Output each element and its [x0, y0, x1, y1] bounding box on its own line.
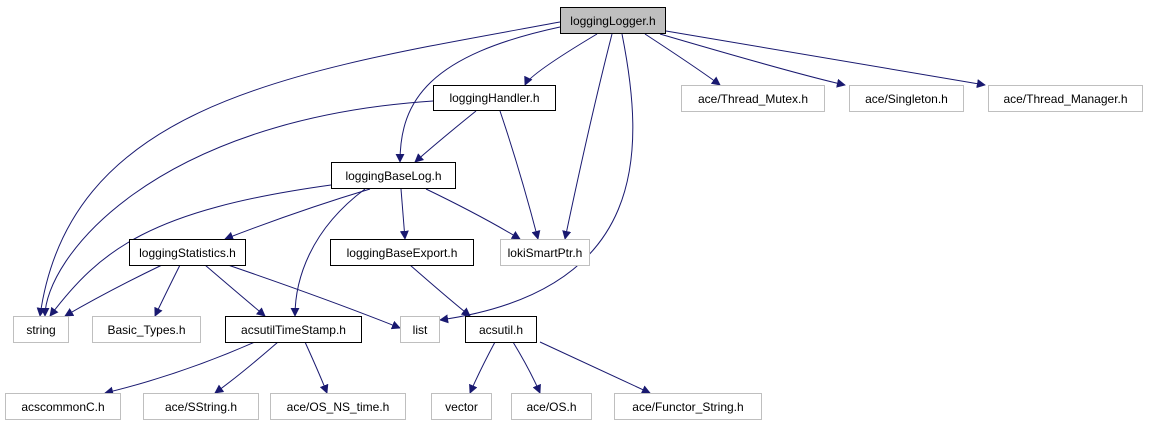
node-string: string	[13, 316, 69, 343]
edge-loggingLogger-to-list	[439, 33, 634, 324]
node-label: string	[26, 322, 56, 337]
edge-acsutilTimeStamp-to-sstring	[214, 341, 279, 394]
node-label: loggingStatistics.h	[139, 245, 236, 260]
edge-loggingLogger-to-loggingBaseLog	[395, 26, 561, 163]
node-label: ace/Thread_Mutex.h	[697, 91, 809, 106]
node-label: Basic_Types.h	[107, 322, 186, 337]
edge-loggingBaseLog-to-acsutilTimeStamp	[290, 188, 366, 317]
edge-loggingLogger-to-threadMutex	[644, 33, 721, 86]
edge-loggingBaseLog-to-lokiSmartPtr	[425, 188, 521, 240]
node-osNsTime: ace/OS_NS_time.h	[270, 393, 406, 420]
edge-loggingLogger-to-threadManager	[665, 30, 986, 89]
node-acsutil[interactable]: acsutil.h	[465, 316, 537, 343]
node-threadManager: ace/Thread_Manager.h	[988, 85, 1143, 112]
edge-loggingStatistics-to-string	[64, 264, 163, 317]
node-basicTypes: Basic_Types.h	[92, 316, 201, 343]
edge-loggingBaseExport-to-acsutil	[409, 264, 471, 317]
node-loggingHandler[interactable]: loggingHandler.h	[433, 85, 556, 111]
node-loggingLogger[interactable]: loggingLogger.h	[560, 7, 666, 34]
edge-loggingBaseLog-to-loggingStatistics	[224, 188, 371, 241]
edge-loggingHandler-to-lokiSmartPtr	[499, 110, 541, 240]
edge-loggingBaseLog-to-string	[49, 184, 332, 317]
node-label: ace/SString.h	[164, 399, 238, 414]
node-acscommonC: acscommonC.h	[5, 393, 121, 420]
node-loggingBaseExport[interactable]: loggingBaseExport.h	[330, 239, 474, 266]
node-lokiSmartPtr: lokiSmartPtr.h	[500, 239, 590, 266]
node-label: loggingBaseLog.h	[345, 168, 442, 183]
edge-loggingLogger-to-string	[36, 21, 561, 317]
node-label: acsutilTimeStamp.h	[241, 322, 346, 337]
edge-loggingBaseLog-to-loggingBaseExport	[399, 188, 409, 240]
edge-loggingStatistics-to-acsutilTimeStamp	[204, 264, 266, 317]
edge-loggingLogger-to-lokiSmartPtr	[562, 33, 613, 240]
edge-acsutil-to-aceOS	[512, 341, 541, 394]
node-label: acscommonC.h	[21, 399, 105, 414]
node-singleton: ace/Singleton.h	[849, 85, 964, 112]
edge-loggingHandler-to-loggingBaseLog	[414, 110, 477, 163]
node-label: loggingLogger.h	[570, 13, 656, 28]
edge-acsutilTimeStamp-to-osNsTime	[304, 341, 329, 394]
node-label: ace/OS_NS_time.h	[286, 399, 390, 414]
node-sstring: ace/SString.h	[143, 393, 259, 420]
edge-loggingHandler-to-string	[40, 100, 434, 317]
edge-loggingStatistics-to-list	[227, 264, 401, 330]
node-label: ace/Functor_String.h	[632, 399, 744, 414]
node-aceOS: ace/OS.h	[511, 393, 592, 420]
node-label: loggingBaseExport.h	[346, 245, 458, 260]
node-vector: vector	[431, 393, 492, 420]
edge-acsutil-to-functorString	[539, 341, 651, 394]
node-loggingBaseLog[interactable]: loggingBaseLog.h	[331, 162, 456, 189]
node-label: loggingHandler.h	[449, 91, 540, 105]
edge-acsutilTimeStamp-to-acscommonC	[104, 341, 256, 396]
edge-loggingLogger-to-singleton	[659, 33, 846, 88]
node-label: list	[412, 322, 428, 337]
node-label: ace/Thread_Manager.h	[1003, 91, 1128, 106]
edge-loggingLogger-to-loggingHandler	[524, 33, 598, 86]
node-label: acsutil.h	[478, 322, 524, 337]
node-acsutilTimeStamp[interactable]: acsutilTimeStamp.h	[225, 316, 362, 343]
node-threadMutex: ace/Thread_Mutex.h	[681, 85, 825, 112]
node-loggingStatistics[interactable]: loggingStatistics.h	[129, 239, 246, 266]
node-list: list	[400, 316, 440, 343]
edge-loggingStatistics-to-basicTypes	[154, 264, 181, 317]
node-label: vector	[445, 399, 478, 414]
node-functorString: ace/Functor_String.h	[614, 393, 762, 420]
edge-acsutil-to-vector	[469, 341, 496, 394]
node-label: lokiSmartPtr.h	[507, 245, 583, 260]
node-label: ace/OS.h	[526, 399, 577, 414]
node-label: ace/Singleton.h	[865, 91, 948, 106]
